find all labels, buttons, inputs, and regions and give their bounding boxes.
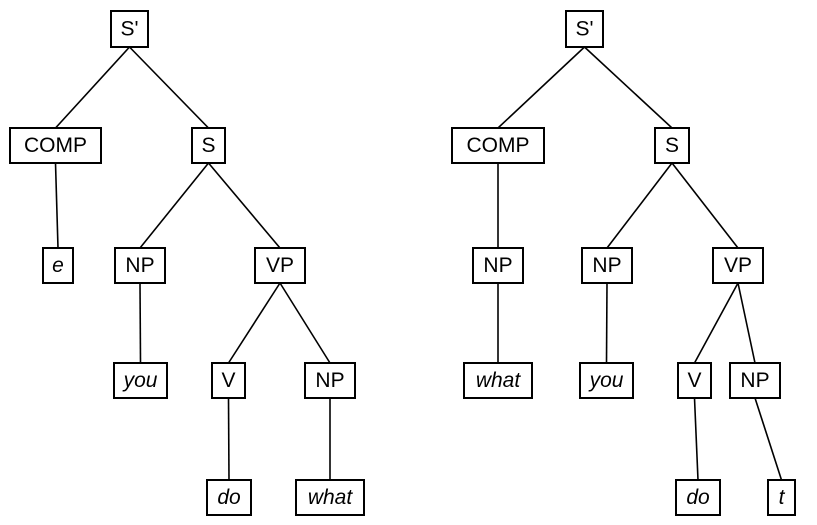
tree-edge <box>737 282 756 364</box>
tree-edge <box>606 162 673 249</box>
tree-node-vp[interactable]: VP <box>254 247 306 284</box>
tree-edge <box>227 397 230 481</box>
tree-edge <box>139 162 210 249</box>
node-label: NP <box>740 369 769 392</box>
tree-node-do[interactable]: do <box>675 479 721 516</box>
tree-edges-d-structure-tree <box>54 46 331 481</box>
tree-edge <box>227 282 281 364</box>
tree-edge <box>207 162 281 249</box>
node-label: COMP <box>467 134 530 157</box>
tree-node-vp[interactable]: VP <box>712 247 764 284</box>
node-label: NP <box>483 254 512 277</box>
node-box <box>654 127 690 164</box>
node-label: S <box>201 134 215 157</box>
tree-node-e[interactable]: e <box>42 247 74 284</box>
node-box <box>712 247 764 284</box>
tree-edge <box>54 46 131 129</box>
node-box <box>565 10 604 48</box>
tree-node-np[interactable]: NP <box>581 247 633 284</box>
tree-edge <box>128 46 210 129</box>
node-box <box>113 362 168 399</box>
node-box <box>472 247 524 284</box>
tree-node-sbar[interactable]: S' <box>565 10 604 48</box>
tree-node-what[interactable]: what <box>463 362 533 399</box>
node-box <box>206 479 252 516</box>
node-box <box>675 479 721 516</box>
node-box <box>581 247 633 284</box>
node-label: COMP <box>24 134 87 157</box>
node-box <box>110 10 149 48</box>
node-box <box>451 127 545 164</box>
node-label: NP <box>125 254 154 277</box>
tree-node-comp[interactable]: COMP <box>451 127 545 164</box>
tree-node-s[interactable]: S <box>191 127 226 164</box>
node-box <box>729 362 781 399</box>
tree-node-t[interactable]: t <box>767 479 796 516</box>
tree-node-np[interactable]: NP <box>304 362 356 399</box>
node-label: S' <box>575 18 593 41</box>
node-box <box>254 247 306 284</box>
tree-node-s[interactable]: S <box>654 127 690 164</box>
tree-node-you[interactable]: you <box>113 362 168 399</box>
tree-node-np[interactable]: NP <box>729 362 781 399</box>
node-label: NP <box>315 369 344 392</box>
tree-edge <box>279 282 331 364</box>
node-box <box>463 362 533 399</box>
node-box <box>677 362 712 399</box>
node-box <box>295 479 365 516</box>
tree-edge <box>693 282 739 364</box>
node-box <box>191 127 226 164</box>
tree-edge <box>497 46 586 129</box>
tree-nodes-s-structure-tree: S' COMP S NP NP VP what you V NP do t <box>451 10 796 516</box>
node-label: you <box>588 369 624 392</box>
node-box <box>304 362 356 399</box>
tree-node-sbar[interactable]: S' <box>110 10 149 48</box>
node-label: do <box>217 486 241 509</box>
tree-edge <box>693 397 699 481</box>
node-label: what <box>476 369 522 392</box>
node-box <box>42 247 74 284</box>
tree-edge <box>671 162 739 249</box>
node-label: e <box>52 254 64 277</box>
tree-node-comp[interactable]: COMP <box>9 127 102 164</box>
node-label: S <box>665 134 679 157</box>
tree-node-v[interactable]: V <box>677 362 712 399</box>
node-label: S' <box>120 18 138 41</box>
edges-layer <box>54 46 783 481</box>
node-box <box>9 127 102 164</box>
tree-node-what[interactable]: what <box>295 479 365 516</box>
node-label: you <box>122 369 158 392</box>
node-label: do <box>686 486 710 509</box>
tree-node-np[interactable]: NP <box>114 247 166 284</box>
tree-edge <box>139 282 142 364</box>
tree-edges-s-structure-tree <box>497 46 783 481</box>
tree-node-you[interactable]: you <box>579 362 634 399</box>
tree-node-np[interactable]: NP <box>472 247 524 284</box>
node-label: VP <box>266 254 294 277</box>
node-label: VP <box>724 254 752 277</box>
tree-edge <box>754 397 783 481</box>
node-label: t <box>779 486 786 509</box>
node-box <box>767 479 796 516</box>
tree-edge <box>605 282 608 364</box>
node-label: V <box>687 369 701 392</box>
tree-node-v[interactable]: V <box>211 362 246 399</box>
tree-edge <box>54 162 59 249</box>
node-label: what <box>308 486 354 509</box>
tree-node-do[interactable]: do <box>206 479 252 516</box>
tree-edge <box>583 46 673 129</box>
node-box <box>579 362 634 399</box>
node-label: NP <box>592 254 621 277</box>
node-box <box>114 247 166 284</box>
node-label: V <box>221 369 235 392</box>
node-box <box>211 362 246 399</box>
